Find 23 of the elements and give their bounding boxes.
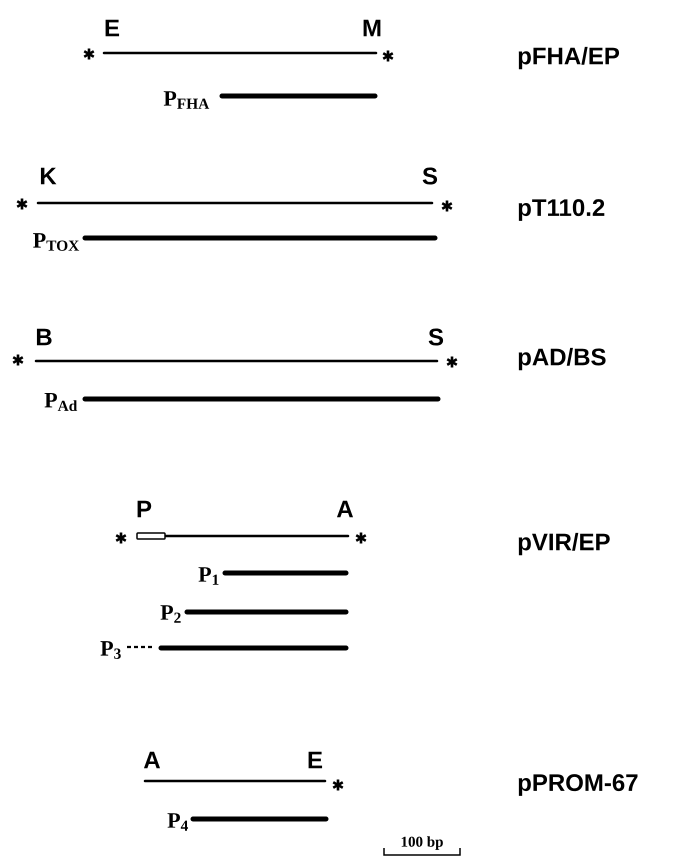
promoter-label: P$_{1}$ bbox=[198, 567, 218, 585]
promoter-label: P$_{2}$ bbox=[160, 605, 181, 623]
promoter-label: P$_{4}$ bbox=[168, 813, 188, 831]
plasmid-label: pAD/BS bbox=[518, 348, 606, 370]
promoter-label: P$_{TOX}$ bbox=[33, 233, 80, 251]
plasmid-label: pVIR/EP bbox=[518, 532, 610, 556]
site-label: A bbox=[336, 500, 354, 518]
site-label: E bbox=[308, 752, 322, 768]
site-label: M bbox=[364, 20, 380, 36]
plasmid-label: pT110.2 bbox=[518, 199, 604, 221]
scale-label: 100 bp bbox=[402, 836, 443, 850]
promoter-label: P$_{Ad}$ bbox=[44, 392, 78, 412]
promoter-label: P$_{FHA}$ bbox=[164, 91, 210, 109]
site-label: E bbox=[106, 20, 120, 36]
plasmid-label: pPROM-67 bbox=[518, 774, 638, 796]
site-label: P bbox=[138, 500, 152, 518]
site-label: S bbox=[428, 328, 444, 346]
site-label: K bbox=[40, 168, 56, 184]
promoter-label: P$_{3}$ bbox=[100, 641, 121, 659]
site-label: S bbox=[422, 168, 438, 184]
site-label: B bbox=[36, 328, 52, 346]
site-label: A bbox=[144, 752, 160, 768]
plasmid-label: pFHA/EP bbox=[518, 46, 620, 70]
